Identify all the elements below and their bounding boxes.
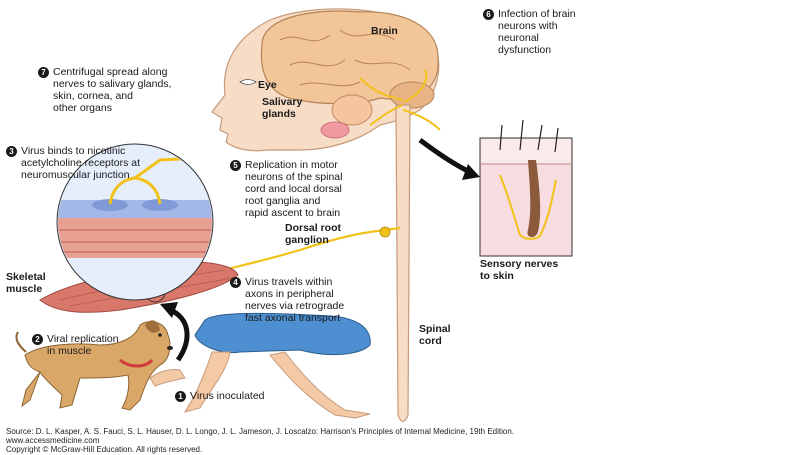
eye-shape [239,79,257,85]
step-7: 7 Centrifugal spread along nerves to sal… [38,66,171,114]
eye-label: Eye [258,79,277,91]
cerebellum [389,81,435,109]
step-6-text: Infection of brain neurons with neuronal… [498,8,576,56]
salivary-label: Salivary glands [262,96,303,120]
step-2-number: 2 [32,334,43,345]
source-website: www.accessmedicine.com [6,436,100,445]
step-2-text: Viral replication in muscle [47,333,119,357]
step-1-number: 1 [175,391,186,402]
step-3-text: Virus binds to nicotinic acetylcholine r… [21,145,141,181]
step-6-number: 6 [483,9,494,20]
step-7-text: Centrifugal spread along nerves to saliv… [53,66,172,114]
step-3-number: 3 [6,146,17,157]
source-citation: Source: D. L. Kasper, A. S. Fauci, S. L.… [6,427,514,436]
step-6: 6 Infection of brain neurons with neuron… [483,8,576,56]
salivary-gland [331,94,373,126]
step-3: 3 Virus binds to nicotinic acetylcholine… [6,145,140,181]
source-copyright: Copyright © McGraw-Hill Education. All r… [6,445,203,454]
leg [183,351,371,419]
step-2: 2 Viral replication in muscle [32,333,119,357]
spinal-cord-label: Spinal cord [419,323,451,347]
dog-figure [15,320,173,411]
step-4-text: Virus travels within axons in peripheral… [245,276,345,324]
step-5: 5 Replication in motor neurons of the sp… [230,159,342,219]
step-4: 4 Virus travels within axons in peripher… [230,276,344,324]
dorsal-root-ganglion [379,226,391,238]
brain-label: Brain [371,25,398,37]
step-4-number: 4 [230,277,241,288]
spinal-cord [395,104,411,423]
brain-shape [260,10,439,105]
step-1-text: Virus inoculated [190,390,265,402]
step-5-text: Replication in motor neurons of the spin… [245,159,343,219]
step-1: 1 Virus inoculated [175,390,265,402]
step-5-number: 5 [230,160,241,171]
skeletal-muscle-label: Skeletal muscle [6,271,46,295]
step-7-number: 7 [38,67,49,78]
dorsal-root-label: Dorsal root ganglion [285,222,342,246]
sensory-nerves-label: Sensory nerves to skin [480,258,559,282]
